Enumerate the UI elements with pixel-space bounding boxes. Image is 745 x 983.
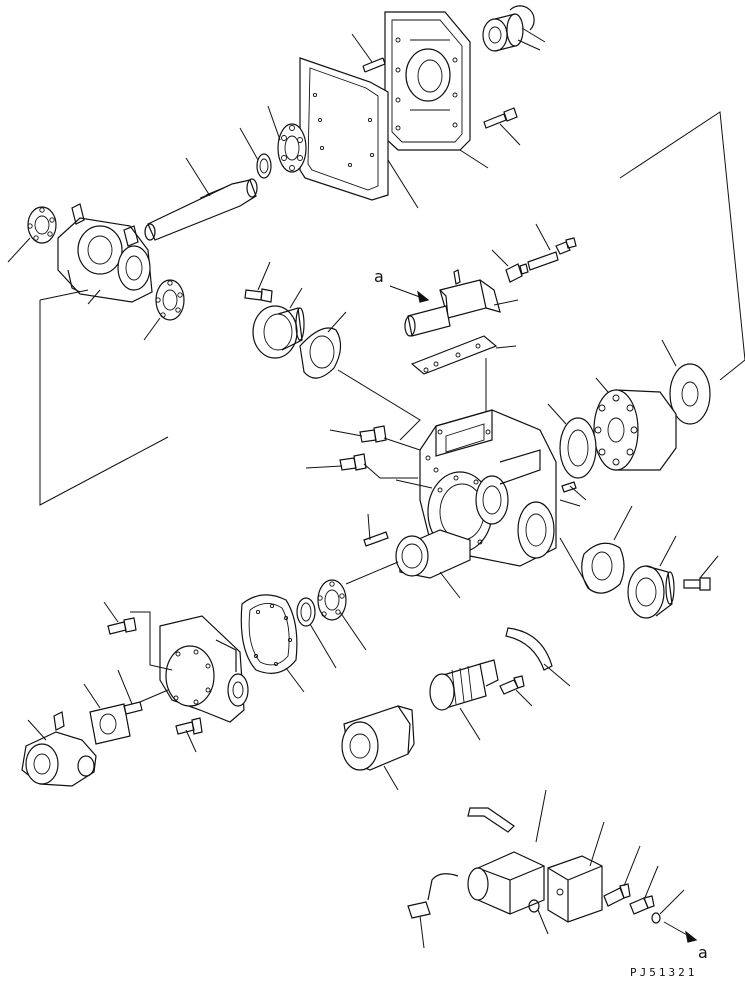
cover-bolt (483, 107, 521, 146)
arrow-a-top: a (374, 267, 430, 303)
cylinder-block (593, 377, 677, 471)
ref-a-bottom-label: a (698, 943, 708, 962)
arrow-a-bottom: a (663, 921, 708, 962)
fitting-nut (491, 249, 529, 283)
solenoid-valve (427, 851, 545, 915)
o-ring-middle (296, 597, 337, 669)
side-cover-right (627, 535, 677, 619)
valve-plate-ring (547, 403, 597, 479)
gasket-cap (299, 311, 421, 441)
pin-center (363, 513, 389, 547)
snap-ring-top (509, 5, 546, 43)
side-cover-bolt (683, 555, 719, 591)
bushing (395, 529, 471, 599)
leader-cover (459, 149, 489, 169)
assembly-bracket-left (39, 300, 169, 506)
valve-block (547, 821, 605, 923)
control-valve (404, 269, 519, 337)
gasket-large (299, 57, 419, 209)
plug-small (528, 899, 549, 935)
servo-bolt (499, 675, 533, 707)
bracket-right (619, 111, 745, 381)
o-ring-small (651, 889, 685, 924)
fitting-elbow (527, 223, 577, 271)
fitting-plug (603, 845, 641, 907)
end-disc (661, 339, 711, 425)
bearing-left (7, 206, 57, 263)
spacer-ring (239, 127, 272, 179)
cap-bolt (244, 261, 273, 303)
connector (407, 901, 431, 949)
pin-right (561, 481, 587, 501)
solenoid-bolt (467, 789, 547, 843)
housing-bolt-lower (305, 453, 418, 479)
bracket-link (39, 289, 89, 301)
gear-pump (21, 711, 97, 787)
gear-pump-gasket (83, 683, 131, 745)
adapter-bolt-low (175, 717, 203, 753)
half-ring (505, 627, 571, 687)
bearing-cap (252, 287, 305, 359)
front-housing (57, 203, 153, 305)
pump-adapter (159, 615, 249, 723)
housing-bolt-upper (329, 425, 421, 451)
adapter-bolt-top (103, 601, 173, 671)
gasket-right (581, 505, 633, 594)
bearing-upper (267, 105, 307, 173)
leader-housing-mid (395, 479, 433, 489)
ref-a-top-label: a (374, 267, 384, 286)
dowel-pin-top (351, 33, 386, 73)
servo-piston (429, 659, 499, 741)
input-shaft (144, 157, 258, 241)
figure-code: PJ51321 (630, 966, 697, 979)
bearing-lower (143, 279, 185, 341)
spline-coupling (482, 13, 541, 52)
valve-plate (410, 335, 517, 430)
gasket-front-pump (240, 594, 305, 693)
orifice-fitting (629, 865, 659, 915)
servo-cylinder (341, 705, 415, 791)
bearing-middle (317, 561, 399, 651)
rear-cover-plate (384, 11, 471, 151)
